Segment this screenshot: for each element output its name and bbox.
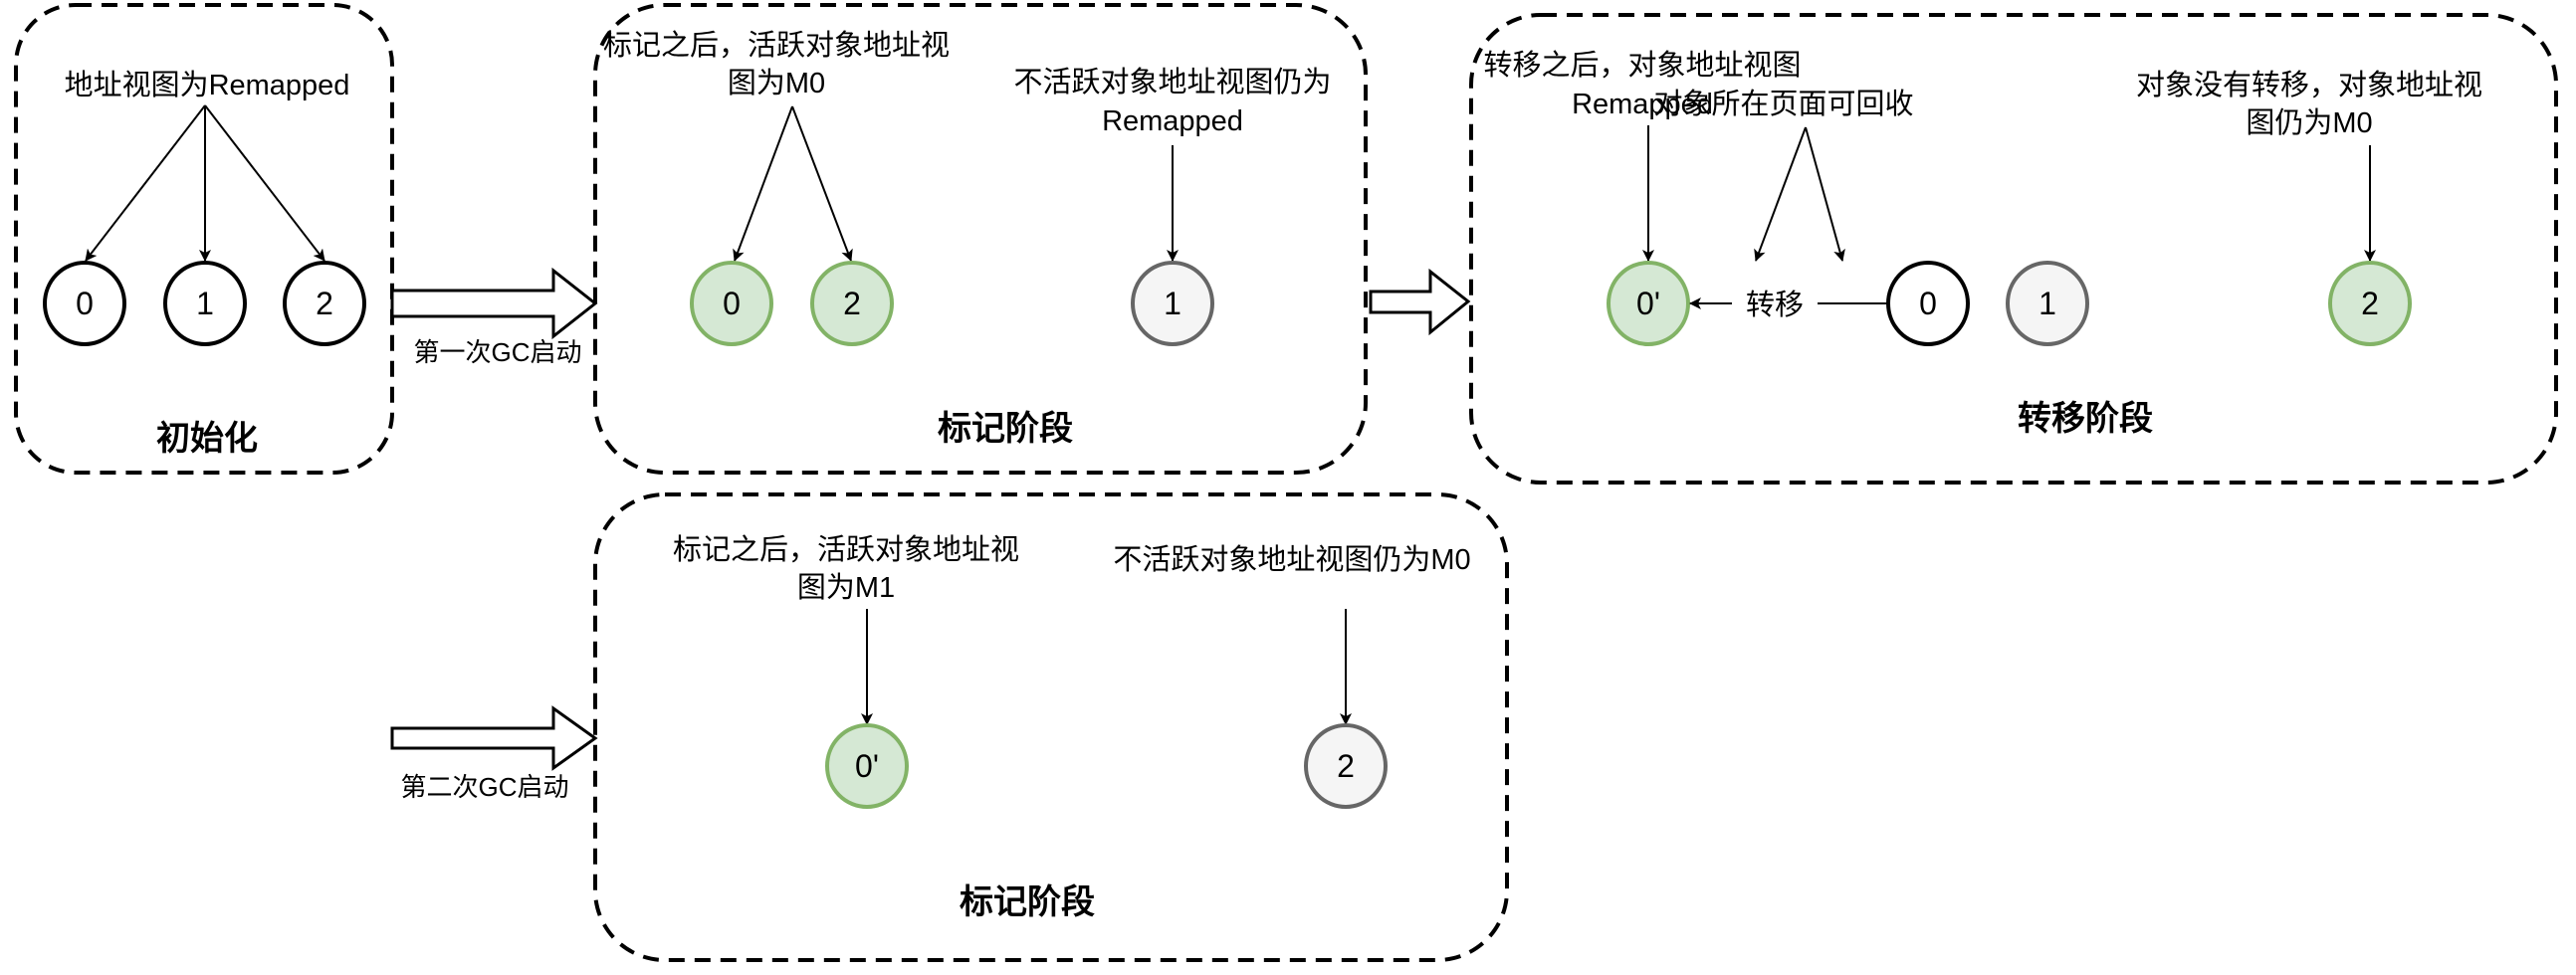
mark2-node-2-dead: 2 [1304,723,1388,809]
mark2-dead-note: 不活跃对象地址视图仍为M0 [1113,543,1470,576]
panel-init: 地址视图为Remapped 0 1 2 初始化 [14,3,394,475]
relocate-page-note: 对象所在页面可回收 [1653,88,1913,120]
mark1-node-2-live: 2 [810,261,894,346]
relocate-arrow-page-1 [1805,126,1845,262]
svg-text:0': 0' [1636,286,1660,321]
mark2-title: 标记阶段 [960,882,1095,921]
relocate-node-2-live: 2 [2328,261,2412,346]
svg-text:1: 1 [2039,286,2056,321]
svg-text:1: 1 [1164,286,1181,321]
second-gc-arrow-icon [390,705,598,771]
panel-relocate: 转移之后，对象地址视图 Remapped 对象所在页面可回收 对象没有转移，对象… [1469,13,2558,485]
mark1-arrow-2 [791,105,853,262]
mark1-title: 标记阶段 [938,409,1073,448]
panel-mark-1-border [593,3,1368,475]
mark2-node-0prime-live: 0' [825,723,909,809]
relocate-unmoved-note-line1: 对象没有转移，对象地址视 [2136,69,2482,101]
init-arrow-0 [85,104,206,262]
svg-text:0': 0' [855,748,879,784]
svg-text:2: 2 [2361,286,2379,321]
panel-init-border [14,3,394,475]
relocate-node-0-source: 0 [1886,261,1970,346]
relocate-moved-note-line1: 转移之后，对象地址视图 [1483,49,1801,82]
mark1-node-0-live: 0 [690,261,773,346]
svg-text:0: 0 [723,286,741,321]
panel-relocate-border [1469,13,2558,485]
second-gc-label: 第二次GC启动 [400,772,568,802]
svg-text:2: 2 [843,286,861,321]
mark1-dead-note-line1: 不活跃对象地址视图仍为 [1013,66,1331,98]
panel-mark-2: 标记之后，活跃对象地址视 图为M1 不活跃对象地址视图仍为M0 0' 2 标记阶… [593,492,1509,962]
relocate-node-0prime-live: 0' [1607,261,1690,346]
relocate-arrow-page-0 [1754,126,1807,262]
svg-text:2: 2 [316,286,333,321]
init-note: 地址视图为Remapped [65,69,350,101]
mark1-dead-note-line2: Remapped [1102,105,1243,137]
panel-mark-1: 标记之后，活跃对象地址视 图为M0 不活跃对象地址视图仍为 Remapped 0… [593,3,1368,475]
mark2-live-note-line1: 标记之后，活跃对象地址视 [673,533,1019,566]
init-node-1: 1 [163,261,247,346]
relocate-unmoved-note-line2: 图仍为M0 [2246,106,2372,139]
relocate-arrow-icon [1369,268,1471,336]
mark2-live-note-line2: 图为M1 [797,571,895,604]
svg-text:0: 0 [76,286,94,321]
panel-mark-2-border [593,492,1509,962]
svg-text:0: 0 [1919,286,1937,321]
relocate-title: 转移阶段 [2018,399,2153,438]
init-title: 初始化 [156,420,258,458]
svg-text:2: 2 [1337,748,1355,784]
mark1-node-1-dead: 1 [1131,261,1214,346]
svg-text:1: 1 [196,286,214,321]
relocate-node-1-dead: 1 [2006,261,2089,346]
init-node-2: 2 [283,261,366,346]
init-arrow-2 [204,104,325,262]
first-gc-label: 第一次GC启动 [413,337,581,367]
first-gc-arrow-icon [390,267,598,340]
first-gc-transition: 第一次GC启动 [390,267,598,367]
relocate-transition [1369,268,1471,336]
init-node-0: 0 [43,261,126,346]
relocate-edge-label: 转移 [1746,289,1804,321]
second-gc-transition: 第二次GC启动 [390,705,598,802]
mark1-live-note-line2: 图为M0 [728,67,825,99]
relocate-moved-note-line2: Remapped [1572,89,1713,120]
mark1-live-note-line1: 标记之后，活跃对象地址视 [603,29,950,62]
mark1-arrow-0 [733,105,793,262]
